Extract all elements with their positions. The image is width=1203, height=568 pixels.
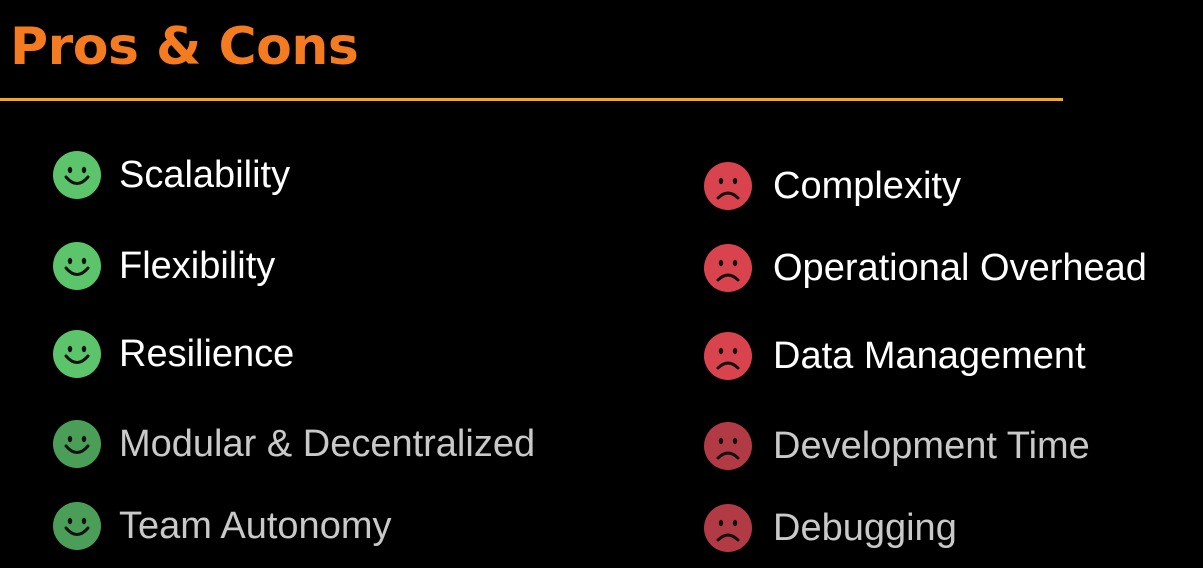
sad-face-icon — [703, 503, 753, 553]
slide-title: Pros & Cons — [10, 17, 359, 77]
cons-item-label: Development Time — [773, 425, 1090, 467]
sad-face-icon — [703, 161, 753, 211]
pros-item-resilience: Resilience — [52, 324, 294, 384]
pros-item-label: Resilience — [119, 333, 295, 375]
sad-face-icon — [703, 421, 753, 471]
pros-item-label: Flexibility — [119, 245, 276, 287]
smiley-face-icon — [52, 150, 102, 200]
cons-item-development-time: Development Time — [703, 416, 1090, 476]
title-underline — [0, 98, 1063, 101]
pros-item-label: Scalability — [119, 154, 291, 196]
cons-item-label: Debugging — [773, 507, 957, 549]
cons-item-debugging: Debugging — [703, 498, 957, 558]
smiley-face-icon — [52, 241, 102, 291]
sad-face-icon — [703, 243, 753, 293]
pros-item-label: Team Autonomy — [119, 505, 392, 547]
cons-item-label: Complexity — [773, 165, 961, 207]
smiley-face-icon — [52, 329, 102, 379]
cons-item-data-management: Data Management — [703, 326, 1086, 386]
pros-item-team-autonomy: Team Autonomy — [52, 496, 391, 556]
smiley-face-icon — [52, 419, 102, 469]
cons-item-complexity: Complexity — [703, 156, 961, 216]
pros-item-label: Modular & Decentralized — [119, 423, 536, 465]
pros-item-modular-decentralized: Modular & Decentralized — [52, 414, 535, 474]
cons-item-operational-overhead: Operational Overhead — [703, 238, 1147, 298]
smiley-face-icon — [52, 501, 102, 551]
pros-item-scalability: Scalability — [52, 145, 290, 205]
cons-item-label: Data Management — [773, 335, 1086, 377]
cons-item-label: Operational Overhead — [773, 247, 1147, 289]
pros-item-flexibility: Flexibility — [52, 236, 275, 296]
sad-face-icon — [703, 331, 753, 381]
